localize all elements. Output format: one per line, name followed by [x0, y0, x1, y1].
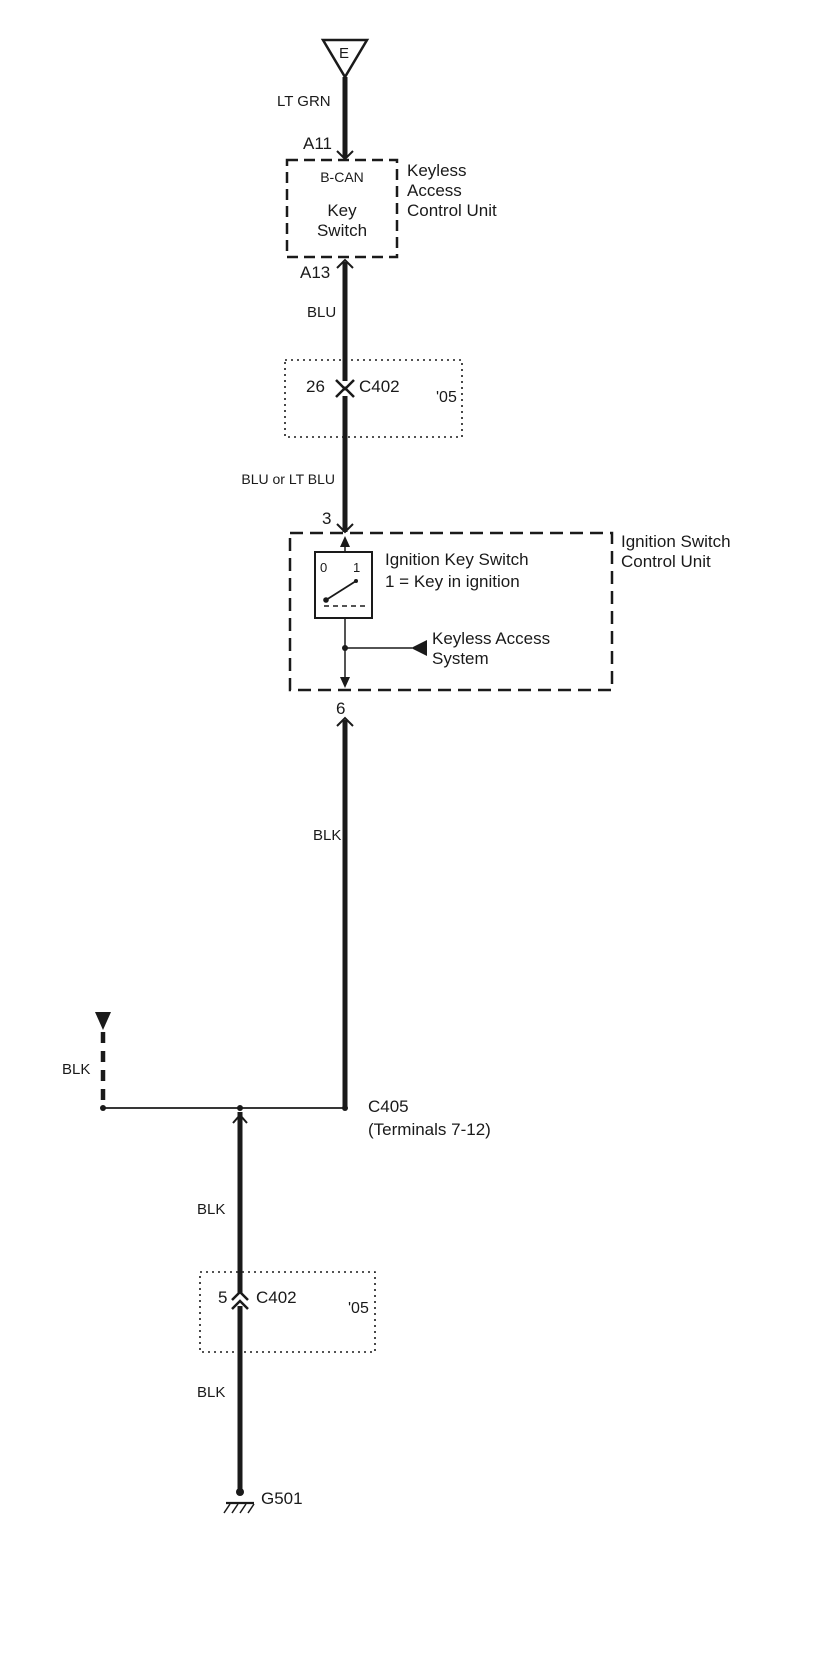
ground-hatch-1	[223, 1503, 231, 1514]
arrow-down-to-terminal-6	[340, 677, 350, 688]
wire-color-blk-mid: BLK	[197, 1201, 226, 1218]
junction-dot-mid	[237, 1105, 243, 1111]
keyless-unit-name: Keyless Access Control Unit	[407, 161, 497, 221]
switch-contact-dot	[354, 579, 358, 583]
c405-terminals: (Terminals 7-12)	[368, 1120, 491, 1139]
ground-dot	[236, 1488, 244, 1496]
ignition-switch-title: Ignition Key Switch	[385, 550, 529, 569]
wire-color-blk-left: BLK	[62, 1061, 91, 1078]
ignition-unit-name: Ignition Switch Control Unit	[621, 532, 731, 572]
c402-lower-year: '05	[348, 1300, 369, 1317]
c402-lower-connector-top	[231, 1290, 249, 1301]
c402-lower-connector-bottom	[231, 1299, 249, 1310]
keyless-ref-arrow	[411, 640, 427, 656]
ground-hatch-3	[239, 1503, 247, 1514]
c402-lower-pin: 5	[218, 1288, 228, 1307]
c405-name: C405	[368, 1097, 409, 1116]
keyless-unit-box	[285, 158, 399, 259]
ignition-unit-box	[288, 531, 614, 692]
c402-lower-name: C402	[256, 1288, 297, 1307]
bcan-label: B-CAN	[320, 169, 364, 185]
switch-pos-0: 0	[320, 560, 328, 575]
c402-upper-box	[284, 359, 463, 438]
key-switch-label: Key Switch	[316, 201, 368, 241]
wire-color-blk-bottom: BLK	[197, 1384, 226, 1401]
switch-arm	[325, 580, 357, 601]
c402-lower-box	[199, 1271, 376, 1353]
connector-mark-3	[336, 523, 354, 534]
junction-dot-left	[100, 1105, 106, 1111]
wire-color-blu-or-ltblu: BLU or LT BLU	[241, 471, 335, 487]
wire-color-blu: BLU	[307, 304, 337, 321]
c402-upper-connector-bottom	[335, 386, 355, 398]
switch-pos-1: 1	[353, 560, 361, 575]
terminal-a11: A11	[303, 134, 332, 153]
arrow-up-to-terminal-3	[340, 536, 350, 547]
terminal-6: 6	[336, 699, 346, 718]
c402-upper-name: C402	[359, 377, 400, 396]
c402-upper-year: '05	[436, 389, 457, 406]
page-connector-letter: E	[339, 45, 350, 62]
ignition-switch-note: 1 = Key in ignition	[385, 572, 520, 591]
key-switch-box	[314, 551, 373, 619]
connector-mark-6	[336, 716, 354, 727]
c402-upper-pin: 26	[306, 377, 325, 396]
wire-color-blk-main: BLK	[313, 827, 342, 844]
connector-mark-a13	[336, 258, 354, 269]
ground-hatch-2	[231, 1503, 239, 1514]
page-connector-triangle	[320, 38, 370, 80]
terminal-a13: A13	[300, 263, 331, 282]
ground-hatch-4	[247, 1503, 255, 1514]
ground-name: G501	[261, 1489, 303, 1508]
terminal-3: 3	[322, 509, 332, 528]
left-branch-arrow	[95, 1012, 111, 1030]
keyless-system-ref: Keyless Access System	[432, 629, 551, 669]
wire-color-lt-grn: LT GRN	[277, 93, 331, 110]
junction-dot-right	[342, 1105, 348, 1111]
